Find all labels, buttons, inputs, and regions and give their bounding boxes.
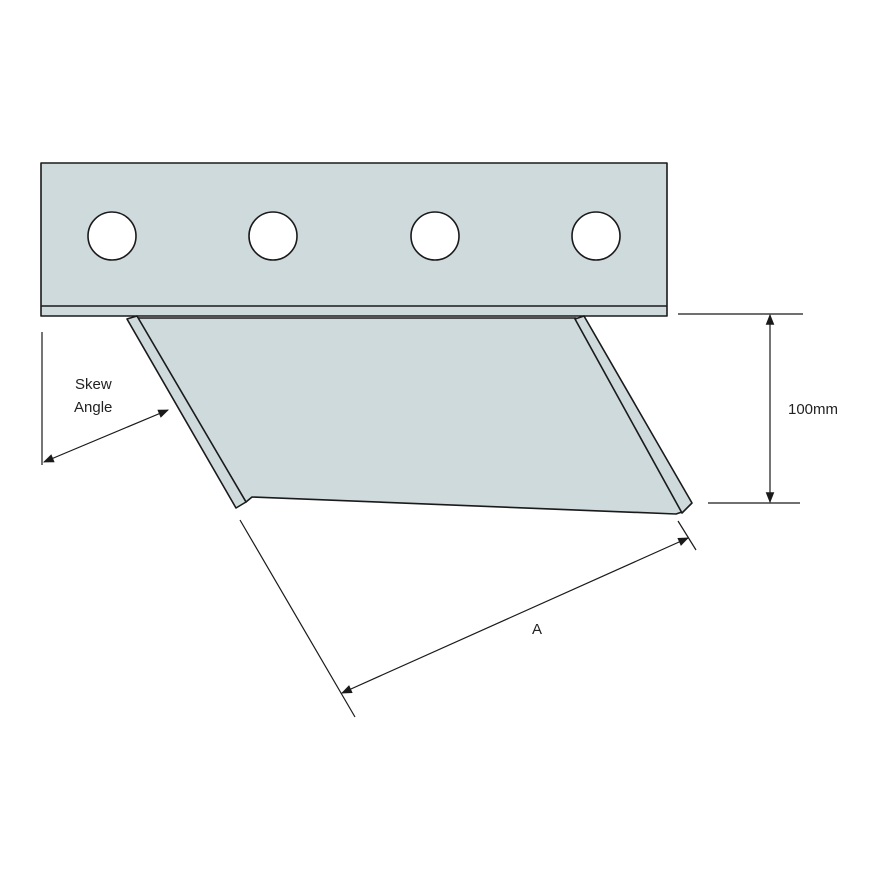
left-flange bbox=[126, 315, 247, 509]
fixing-hole bbox=[571, 211, 621, 261]
height-label: 100mm bbox=[788, 401, 838, 418]
top-plate bbox=[40, 162, 668, 317]
fixing-hole bbox=[248, 211, 298, 261]
length-label: A bbox=[532, 621, 542, 638]
skew-angle-arrow bbox=[43, 409, 169, 463]
length-dimension-arrow bbox=[341, 537, 689, 694]
length-extension-left bbox=[239, 519, 356, 718]
fixing-hole bbox=[410, 211, 460, 261]
length-extension-right bbox=[677, 520, 697, 551]
right-flange bbox=[574, 315, 693, 514]
fixing-hole bbox=[87, 211, 137, 261]
skew-label-line1: Skew bbox=[75, 376, 112, 393]
skew-label-line2: Angle bbox=[74, 399, 112, 416]
